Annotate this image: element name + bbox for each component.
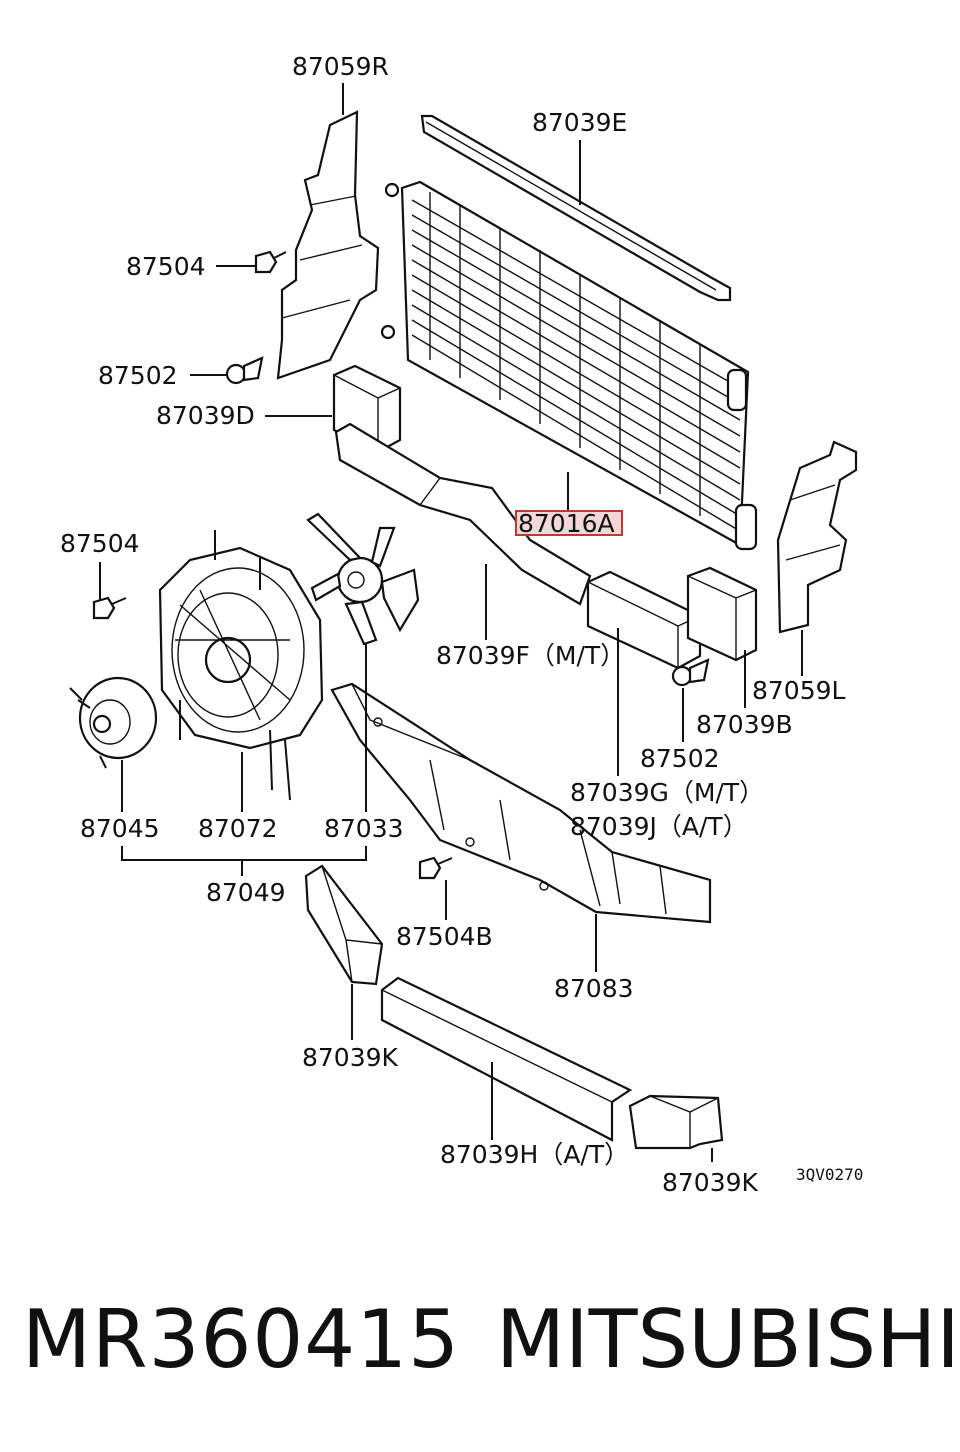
label-87504-left: 87504 xyxy=(60,529,140,558)
air-duct-part xyxy=(330,682,712,924)
label-87072: 87072 xyxy=(198,814,278,843)
footer: MR360415 MITSUBISHI xyxy=(0,1290,960,1400)
label-87504B: 87504B xyxy=(396,922,493,951)
parts-diagram: 87059R 87039E 87504 87502 87039D 87016A … xyxy=(60,52,863,1197)
label-87502-right: 87502 xyxy=(640,744,720,773)
foam-block-k-right-part xyxy=(628,1094,724,1150)
label-87039D: 87039D xyxy=(156,401,255,430)
label-87039K-left: 87039K xyxy=(302,1043,399,1072)
bolt-top-part xyxy=(254,250,287,274)
leader-lines xyxy=(99,83,803,1162)
label-87039G: 87039G（M/T） xyxy=(570,778,764,807)
label-87083: 87083 xyxy=(554,974,634,1003)
fan-blade-part xyxy=(306,512,420,646)
bolt-lower-part xyxy=(418,856,453,880)
label-87045: 87045 xyxy=(80,814,160,843)
label-87016A[interactable]: 87016A xyxy=(518,509,615,538)
label-87504-top: 87504 xyxy=(126,252,206,281)
clip-right-part xyxy=(671,658,710,687)
highlight-box xyxy=(515,510,623,536)
clip-top-part xyxy=(225,356,264,385)
upper-rail-part xyxy=(420,114,732,302)
shroud-panel-right-part xyxy=(276,110,380,380)
seal-strip-f-part xyxy=(334,422,592,606)
brand-name: MITSUBISHI xyxy=(496,1293,960,1386)
bolt-left-part xyxy=(92,596,127,620)
label-87039F: 87039F（M/T） xyxy=(436,641,625,670)
label-87039H: 87039H（A/T） xyxy=(440,1140,629,1169)
label-87049: 87049 xyxy=(206,878,286,907)
label-87059R: 87059R xyxy=(292,52,389,81)
seal-block-b-part xyxy=(686,566,758,662)
label-87039E: 87039E xyxy=(532,108,627,137)
label-87059L: 87059L xyxy=(752,676,846,705)
foam-block-k-left-part xyxy=(304,864,384,986)
fan-motor-part xyxy=(69,676,158,769)
condenser-part xyxy=(380,180,758,551)
shroud-panel-left-part xyxy=(776,440,858,634)
foam-strip-h-part xyxy=(380,976,633,1142)
label-87039B: 87039B xyxy=(696,710,793,739)
diagram-code: 3QV0270 xyxy=(796,1165,863,1184)
seal-block-g-part xyxy=(586,570,702,670)
fan-shroud-part xyxy=(158,530,324,801)
label-87039J: 87039J（A/T） xyxy=(570,812,748,841)
label-87502-top: 87502 xyxy=(98,361,178,390)
part-number: MR360415 xyxy=(22,1293,460,1386)
label-87039K-right: 87039K xyxy=(662,1168,759,1197)
label-87033: 87033 xyxy=(324,814,404,843)
